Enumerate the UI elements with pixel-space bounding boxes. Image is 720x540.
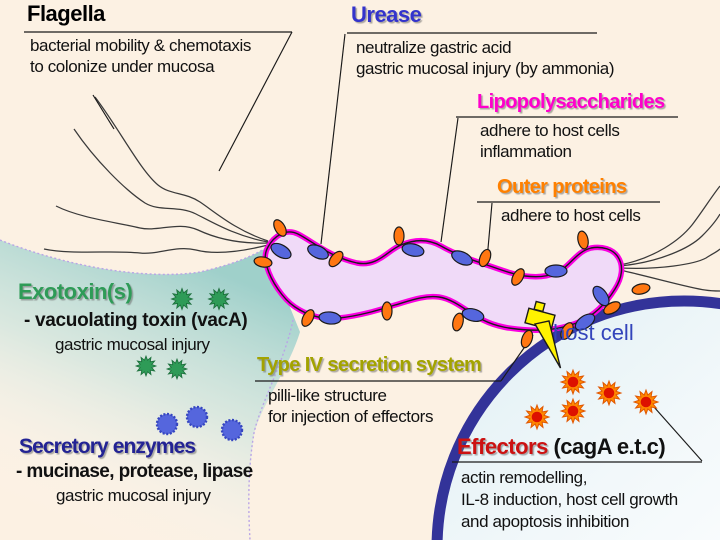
effectors-desc-3: and apoptosis inhibition (461, 512, 630, 531)
type4-secretion-desc-2: for injection of effectors (268, 407, 434, 426)
flagella-desc-1: bacterial mobility & chemotaxis (30, 36, 251, 55)
effectors-title-suffix: (cagA e.t.c) (547, 434, 666, 459)
lipopolysaccharides-desc-2: inflammation (480, 142, 572, 161)
secretory-enzyme-icons (155, 405, 244, 442)
effectors-desc-1: actin remodelling, (461, 468, 588, 487)
lipopolysaccharides-title: Lipopolysaccharides (477, 91, 665, 113)
lipopolysaccharide-studs (253, 219, 651, 349)
urease-title: Urease (351, 2, 422, 27)
secretory-enzymes-title: Secretory enzymes (19, 435, 196, 458)
flagella-title: Flagella (27, 1, 105, 26)
flagella-lines-left (43, 96, 269, 254)
urease-desc-2: gastric mucosal injury (by ammonia) (356, 59, 615, 78)
effectors-title: Effectors (457, 434, 548, 459)
effectors-desc-2: IL-8 induction, host cell growth (461, 490, 678, 509)
outer-proteins-title: Outer proteins (497, 176, 627, 198)
effector-icons (524, 369, 659, 430)
exotoxins-title: Exotoxin(s) (18, 279, 133, 304)
secretory-enzymes-desc: gastric mucosal injury (56, 486, 211, 505)
host-cell-label: host cell (553, 320, 634, 345)
syringe-icon (524, 300, 562, 369)
lipopolysaccharides-desc-1: adhere to host cells (480, 121, 620, 140)
flagella-lines-right (619, 185, 720, 292)
exotoxins-subtitle: - vacuolating toxin (vacA) (24, 310, 248, 331)
type4-secretion-desc-1: pilli-like structure (268, 386, 387, 405)
outer-protein-studs (270, 242, 610, 331)
secretory-enzymes-subtitle: - mucinase, protease, lipase (16, 461, 253, 482)
type4-secretion-title: Type IV secretion system (257, 354, 482, 376)
exotoxins-desc: gastric mucosal injury (55, 335, 210, 354)
secretion-spread-region (0, 239, 300, 540)
flagella-desc-2: to colonize under mucosa (30, 57, 215, 76)
callout-lines (24, 31, 703, 463)
effectors-title-row: Effectors (cagA e.t.c) (457, 434, 666, 459)
urease-desc-1: neutralize gastric acid (356, 38, 512, 57)
outer-proteins-desc: adhere to host cells (501, 206, 641, 225)
